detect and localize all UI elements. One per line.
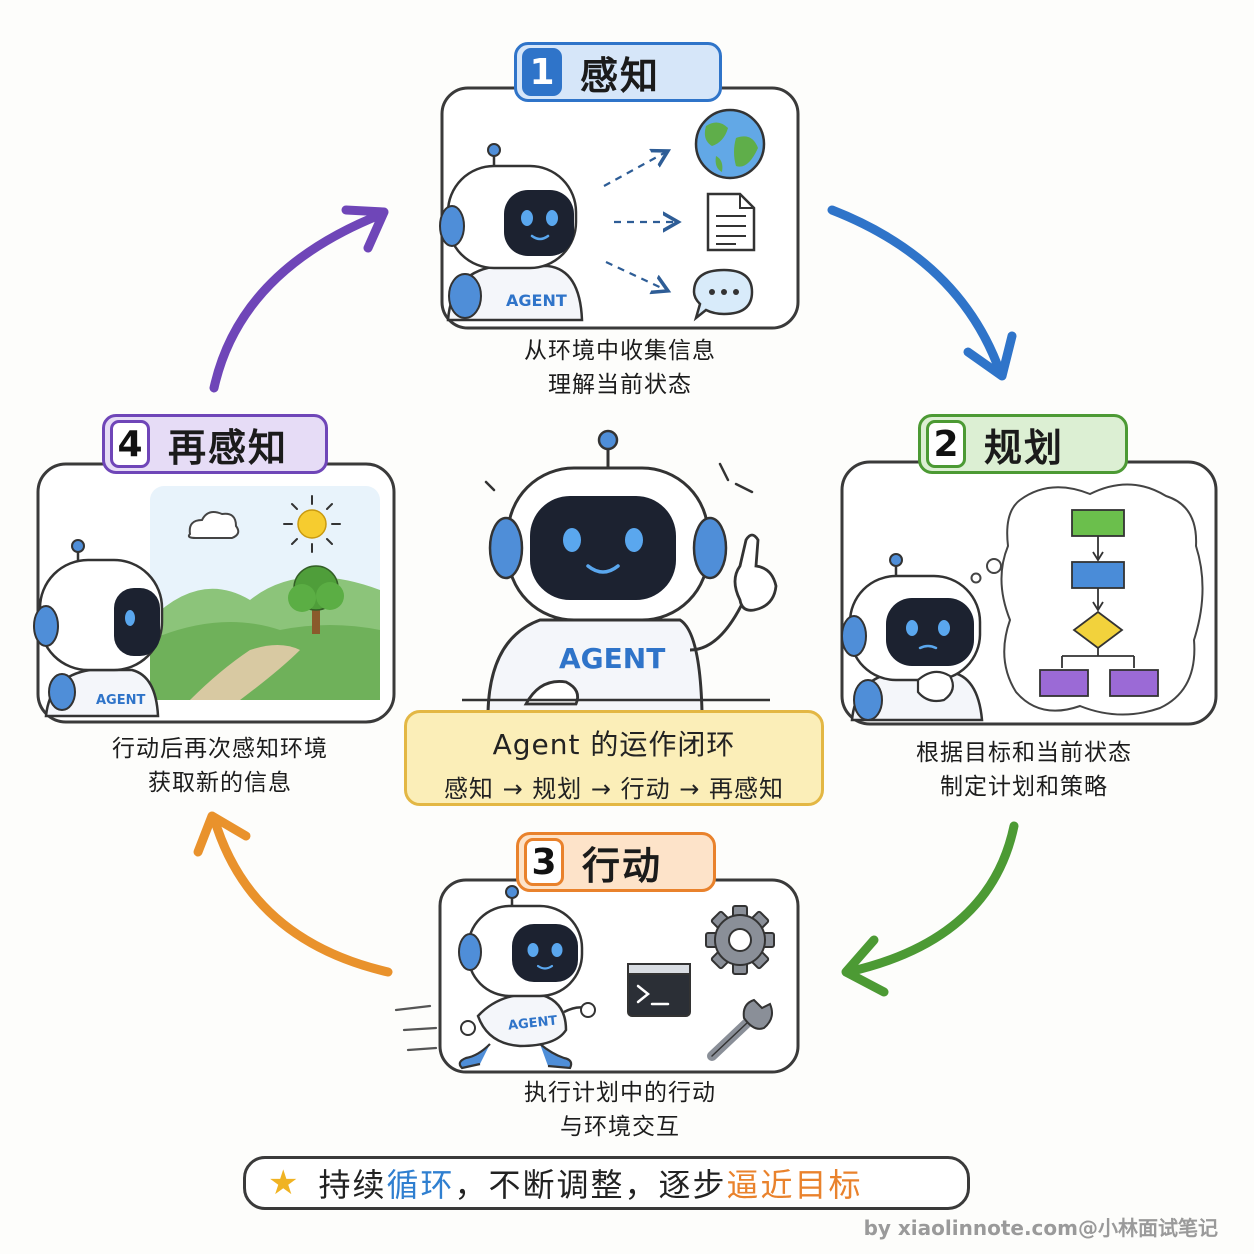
- arrow-reperceive-to-perceive: [209, 209, 387, 393]
- panel-plan: [840, 460, 1218, 726]
- sun-icon: [283, 495, 341, 553]
- caption-line: 从环境中收集信息: [524, 338, 716, 364]
- panel-perceive: AGENT: [439, 86, 800, 330]
- caption-reperceive: 行动后再次感知环境 获取新的信息: [40, 732, 400, 800]
- star-icon: ★: [268, 1163, 301, 1203]
- gear-icon: [705, 905, 775, 975]
- cloud-icon: [187, 511, 240, 539]
- chat-bubble-icon: [692, 268, 754, 322]
- step-title: 规划: [984, 425, 1065, 470]
- loop-summary-card: Agent 的运作闭环 感知 → 规划 → 行动 → 再感知: [404, 710, 824, 806]
- arrowhead-plan-to-act: [841, 935, 889, 997]
- slogan-part: ，不断调整，逐步: [454, 1166, 727, 1204]
- speed-lines: [394, 1004, 438, 1052]
- step-number-badge: 3: [524, 838, 564, 886]
- tree-icon: [288, 565, 344, 634]
- arrow-act-to-reperceive: [209, 813, 393, 977]
- terminal-icon: [627, 963, 691, 1017]
- caption-line: 根据目标和当前状态: [916, 740, 1132, 766]
- robot-shirt-reperceive: AGENT: [96, 693, 145, 708]
- slogan-part: 持续: [318, 1166, 387, 1204]
- arrowhead-reperceive-to-perceive: [341, 205, 389, 253]
- tab-act: 3 行动: [516, 832, 716, 892]
- thought-bubble-icon: [970, 483, 1204, 716]
- slogan-highlight-loop: 循环: [386, 1166, 455, 1204]
- landscape-scene: [150, 486, 380, 700]
- caption-plan: 根据目标和当前状态 制定计划和策略: [844, 736, 1204, 804]
- robot-shirt-center: AGENT: [559, 642, 665, 675]
- step-title: 感知: [580, 53, 661, 98]
- step-number-badge: 2: [926, 420, 966, 468]
- tab-reperceive: 4 再感知: [102, 414, 328, 474]
- robot-center: [462, 429, 778, 714]
- robot-shirt-perceive: AGENT: [506, 291, 567, 310]
- caption-line: 制定计划和策略: [940, 774, 1108, 800]
- robot-perceive: [439, 143, 584, 322]
- step-number-badge: 4: [110, 420, 150, 468]
- document-icon: [706, 192, 756, 252]
- caption-line: 与环境交互: [560, 1114, 680, 1140]
- cycle-arrows: [193, 205, 1019, 997]
- flowchart-icon: [1039, 509, 1159, 697]
- caption-line: 理解当前状态: [548, 372, 692, 398]
- caption-act: 执行计划中的行动 与环境交互: [440, 1076, 800, 1144]
- arrowhead-act-to-reperceive: [193, 811, 251, 857]
- robot-reperceive: [33, 539, 164, 718]
- caption-line: 获取新的信息: [148, 770, 292, 796]
- dashed-arrow-1: [603, 152, 666, 187]
- caption-line: 行动后再次感知环境: [112, 736, 328, 762]
- panel-act: AGENT: [394, 878, 800, 1074]
- slogan-banner: ★ 持续 循环 ，不断调整，逐步 逼近目标: [243, 1156, 970, 1210]
- robot-act: [458, 885, 596, 1070]
- arrow-perceive-to-plan: [827, 205, 1005, 377]
- arrowhead-perceive-to-plan: [963, 331, 1017, 381]
- wrench-icon: [707, 998, 773, 1061]
- caption-perceive: 从环境中收集信息 理解当前状态: [440, 334, 800, 402]
- robot-plan: [841, 553, 984, 722]
- loop-summary-flow: 感知 → 规划 → 行动 → 再感知: [443, 775, 785, 803]
- slogan-highlight-goal: 逼近目标: [726, 1166, 863, 1204]
- panel-reperceive: AGENT: [33, 462, 396, 724]
- globe-icon: [694, 108, 766, 180]
- step-title: 行动: [582, 843, 663, 888]
- step-title: 再感知: [168, 425, 289, 470]
- step-number-badge: 1: [522, 48, 562, 96]
- watermark: by xiaolinnote.com@小林面试笔记: [863, 1216, 1218, 1240]
- robot-shirt-act: AGENT: [507, 1014, 558, 1034]
- dashed-arrow-3: [605, 261, 666, 290]
- tab-plan: 2 规划: [918, 414, 1128, 474]
- caption-line: 执行计划中的行动: [524, 1080, 716, 1106]
- arrow-plan-to-act: [843, 821, 1019, 977]
- loop-summary-title: Agent 的运作闭环: [492, 728, 736, 761]
- tab-perceive: 1 感知: [514, 42, 722, 102]
